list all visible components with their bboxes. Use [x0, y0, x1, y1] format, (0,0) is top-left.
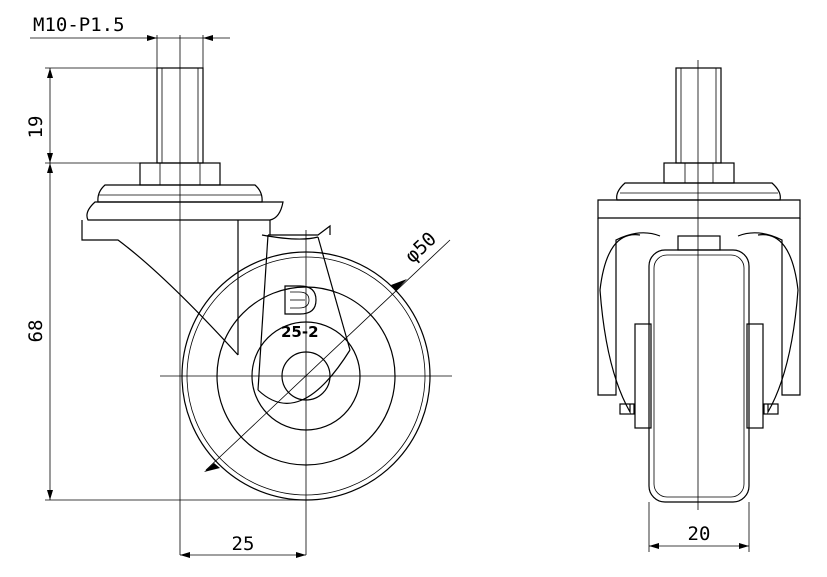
diameter-label: φ50: [401, 228, 441, 268]
stem-length-dimension: [45, 67, 157, 164]
width-dimension: [648, 502, 750, 552]
front-top-plate: [597, 182, 801, 219]
thread-label: M10-P1.5: [33, 14, 125, 36]
model-label: 25-2: [281, 323, 319, 341]
height-dimension: [45, 163, 306, 501]
height-label: 68: [25, 320, 47, 343]
stem-length-label: 19: [25, 116, 47, 139]
front-view: 20: [597, 60, 801, 552]
front-threaded-stem: [675, 67, 722, 164]
offset-dimension: [180, 552, 306, 558]
top-plate: [86, 184, 284, 221]
front-right-bracket: [746, 323, 764, 429]
front-left-bracket: [634, 323, 652, 429]
front-axle-hub: [677, 235, 721, 251]
side-view: 25-2 M10-P1.5 19 68: [25, 14, 452, 558]
thread-dimension: [30, 35, 230, 68]
offset-label: 25: [232, 533, 255, 555]
diameter-leader: [204, 239, 451, 472]
db-logo: [284, 285, 317, 315]
front-wheel: [648, 249, 750, 503]
width-label: 20: [688, 523, 711, 545]
fork-bracket: [81, 220, 351, 404]
front-fork: [597, 218, 801, 415]
front-hex-nut: [663, 162, 735, 184]
